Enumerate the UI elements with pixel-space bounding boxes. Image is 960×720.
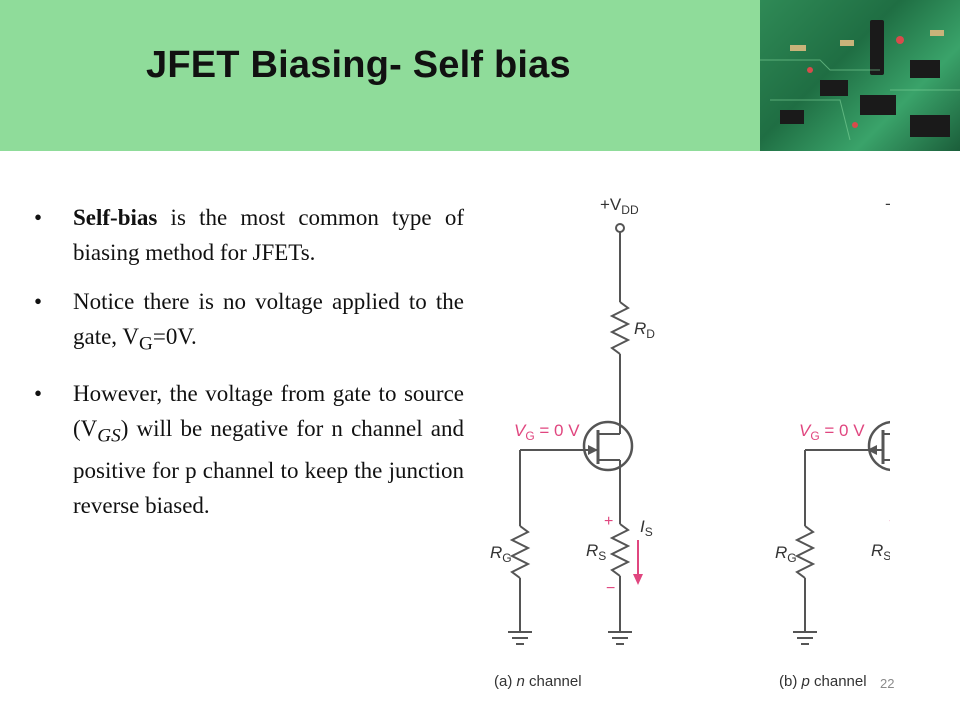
p-rg-label: RG — [775, 543, 797, 565]
slide-title: JFET Biasing- Self bias — [146, 44, 571, 86]
jfet-self-bias-circuits: +VDD RD VG = 0 V RG RS + − IS (a) n cha — [490, 195, 890, 690]
p-rs-label: RS — [871, 541, 890, 563]
p-jfet-body — [867, 420, 890, 472]
bullet-text: is the most common type of biasing metho… — [73, 205, 464, 265]
n-channel-circuit: +VDD RD VG = 0 V RG RS + − IS (a) n cha — [490, 195, 655, 690]
n-rg-ground-icon — [508, 631, 532, 645]
bullet-item: • Notice there is no voltage applied to … — [30, 284, 464, 362]
n-jfet-body — [582, 420, 634, 472]
bullet-item: • However, the voltage from gate to sour… — [30, 376, 464, 524]
bullet-list: • Self-bias is the most common type of b… — [30, 200, 464, 537]
p-gate-arrow-icon — [867, 445, 877, 455]
n-rs-resistor — [609, 523, 631, 577]
n-rs-ground-icon — [608, 631, 632, 645]
n-is-arrow-icon — [633, 574, 643, 585]
p-rg-resistor — [794, 525, 816, 579]
n-supply-label: +VDD — [600, 195, 639, 217]
bullet-subscript: GS — [97, 425, 121, 447]
circuit-board-photo — [760, 0, 960, 151]
bullet-item: • Self-bias is the most common type of b… — [30, 200, 464, 270]
n-rs-top-sign: + — [604, 513, 613, 530]
p-caption: (b) p channel — [779, 673, 867, 690]
n-rd-resistor — [609, 301, 631, 355]
bullet-icon: • — [34, 289, 43, 314]
n-rs-label: RS — [586, 541, 606, 563]
bullet-subscript: G — [139, 333, 153, 355]
bullet-bold-term: Self-bias — [73, 205, 158, 230]
p-vg-label: VG = 0 V — [799, 421, 865, 443]
bullet-text-end: =0V. — [152, 324, 197, 349]
bullet-text-end: ) will be negative for n channel and pos… — [73, 415, 464, 519]
n-supply-terminal — [615, 223, 625, 233]
p-rs-top-sign: − — [889, 513, 890, 530]
page-number: 22 — [880, 676, 895, 691]
n-rd-label: RD — [634, 319, 655, 341]
p-supply-label: −VDD — [885, 195, 890, 217]
n-gate-arrow-icon — [588, 445, 598, 455]
n-caption: (a) n channel — [494, 673, 582, 690]
bullet-text: Notice there is no voltage applied to th… — [73, 289, 464, 349]
n-rg-label: RG — [490, 543, 512, 565]
bullet-icon: • — [34, 380, 43, 406]
n-rs-bottom-sign: − — [606, 580, 615, 597]
n-is-label: IS — [640, 517, 653, 539]
n-vg-label: VG = 0 V — [514, 421, 580, 443]
n-rg-resistor — [509, 525, 531, 579]
bullet-text: However, the voltage from gate to source… — [73, 380, 464, 441]
bullet-icon: • — [34, 205, 43, 230]
